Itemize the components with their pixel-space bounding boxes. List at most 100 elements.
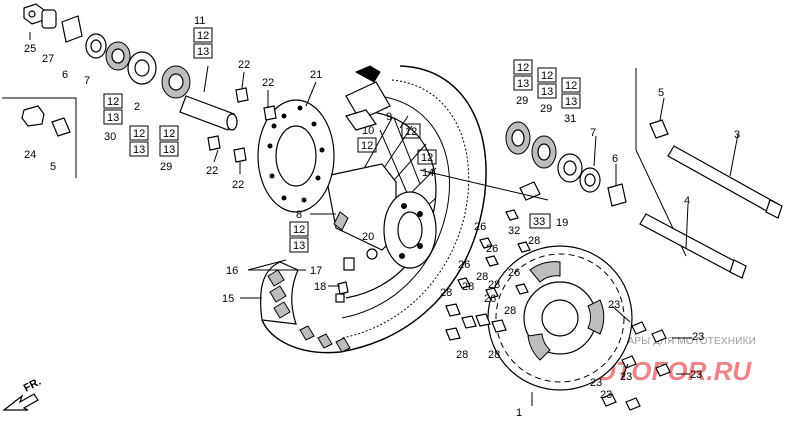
box-33: 33 xyxy=(529,213,551,229)
box-12-label: 12 xyxy=(361,140,373,152)
callout-23: 23 xyxy=(692,331,704,343)
box-pair-11: 12 13 xyxy=(193,27,213,59)
box-13-label: 13 xyxy=(163,144,175,156)
box-13-label: 13 xyxy=(197,46,209,58)
box-13-label: 13 xyxy=(517,78,529,90)
box-13-label: 13 xyxy=(133,144,145,156)
spacer-6-right xyxy=(607,183,627,207)
adjuster-5-left xyxy=(51,117,71,137)
adjuster-5-right xyxy=(649,119,669,139)
callout-4: 4 xyxy=(684,195,690,207)
box-12-label: 12 xyxy=(107,96,119,108)
callout-28: 28 xyxy=(476,271,488,283)
box-12-label: 12 xyxy=(541,70,553,82)
callout-28: 28 xyxy=(488,279,500,291)
callouts: 25 27 6 7 2 30 29 11 22 22 22 22 24 5 21… xyxy=(24,15,740,419)
box-12-label: 12 xyxy=(421,152,433,164)
distance-collar-11 xyxy=(179,95,238,131)
rear-hub xyxy=(325,163,437,269)
callout-7: 7 xyxy=(84,75,90,87)
front-direction-arrow: FR. xyxy=(2,376,43,411)
box-pair-29c: 12 13 xyxy=(537,67,557,99)
callout-6: 6 xyxy=(62,69,68,81)
callout-6: 6 xyxy=(612,153,618,165)
box-pair-8: 12 13 xyxy=(289,221,309,253)
callout-23: 23 xyxy=(590,377,602,389)
callout-26: 26 xyxy=(508,267,520,279)
axle-3 xyxy=(667,145,783,219)
box-10: 12 xyxy=(357,137,377,153)
box-33-label: 33 xyxy=(533,216,545,228)
axle-4 xyxy=(639,213,747,279)
collar-7-left xyxy=(85,33,107,59)
callout-26: 26 xyxy=(474,221,486,233)
callout-21: 21 xyxy=(310,69,322,81)
box-pair-29b: 12 13 xyxy=(513,59,533,91)
box-13-label: 13 xyxy=(565,96,577,108)
callout-28: 28 xyxy=(456,349,468,361)
callout-31: 31 xyxy=(564,113,576,125)
callout-15: 15 xyxy=(222,293,234,305)
callout-2: 2 xyxy=(134,101,140,113)
callout-9: 9 xyxy=(386,111,392,123)
callout-28: 28 xyxy=(528,235,540,247)
callout-18: 18 xyxy=(314,281,326,293)
callout-22: 22 xyxy=(206,165,218,177)
seal-2 xyxy=(127,51,157,85)
box-13-label: 13 xyxy=(107,112,119,124)
sprocket-nuts xyxy=(445,209,531,341)
callout-1: 1 xyxy=(516,407,522,419)
box-pair-2: 12 13 xyxy=(129,125,149,157)
box-13-label: 13 xyxy=(293,240,305,252)
callout-8: 8 xyxy=(296,209,302,221)
callout-28: 28 xyxy=(488,349,500,361)
box-12-label: 12 xyxy=(517,62,529,74)
callout-22: 22 xyxy=(232,179,244,191)
boxed-refs: 12 13 12 13 12 13 12 13 12 12 xyxy=(103,27,581,253)
nut-25 xyxy=(23,3,45,25)
group-bracket-left xyxy=(2,97,77,178)
callout-28: 28 xyxy=(440,287,452,299)
box-12-label: 12 xyxy=(197,30,209,42)
box-12-label: 12 xyxy=(163,128,175,140)
callout-22: 22 xyxy=(238,59,250,71)
leader-lines xyxy=(29,32,739,406)
callout-14: 14 xyxy=(422,167,434,179)
brake-disc xyxy=(257,99,335,213)
bearings-right xyxy=(505,121,601,193)
callout-16: 16 xyxy=(226,265,238,277)
rear-tire xyxy=(259,65,487,354)
callout-28: 28 xyxy=(462,281,474,293)
box-13-label: 13 xyxy=(541,86,553,98)
callout-10: 10 xyxy=(362,125,374,137)
box-pair-30: 12 13 xyxy=(103,93,123,125)
callout-23: 23 xyxy=(690,369,702,381)
bearing-30 xyxy=(105,41,131,71)
callout-32: 32 xyxy=(508,225,520,237)
callout-29: 29 xyxy=(160,161,172,173)
callout-5: 5 xyxy=(658,87,664,99)
nut-24 xyxy=(21,105,45,127)
callout-17: 17 xyxy=(310,265,322,277)
box-12-label: 12 xyxy=(405,126,417,138)
callout-23: 23 xyxy=(600,389,612,401)
sprocket-bolts xyxy=(601,321,671,411)
callout-30: 30 xyxy=(104,131,116,143)
callout-7: 7 xyxy=(590,127,596,139)
box-pair-29-left: 12 13 xyxy=(159,125,179,157)
callout-29: 29 xyxy=(540,103,552,115)
chain-guide xyxy=(345,81,391,131)
bolts-22 xyxy=(207,87,277,163)
spacer-6-left xyxy=(61,15,83,43)
callout-28: 28 xyxy=(504,305,516,317)
watermark-text: ЗАПЧАСТИ И АКСЕССУАРЫ ДЛЯ МОТОТЕХНИКИ xyxy=(512,336,756,347)
callout-26: 26 xyxy=(484,293,496,305)
callout-11: 11 xyxy=(194,15,205,27)
fr-label: FR. xyxy=(22,376,43,395)
callout-22: 22 xyxy=(262,77,274,89)
box-9: 12 xyxy=(401,123,421,139)
rear-sprocket xyxy=(487,245,633,391)
box-12-label: 12 xyxy=(293,224,305,236)
bearing-29-left xyxy=(161,65,191,99)
